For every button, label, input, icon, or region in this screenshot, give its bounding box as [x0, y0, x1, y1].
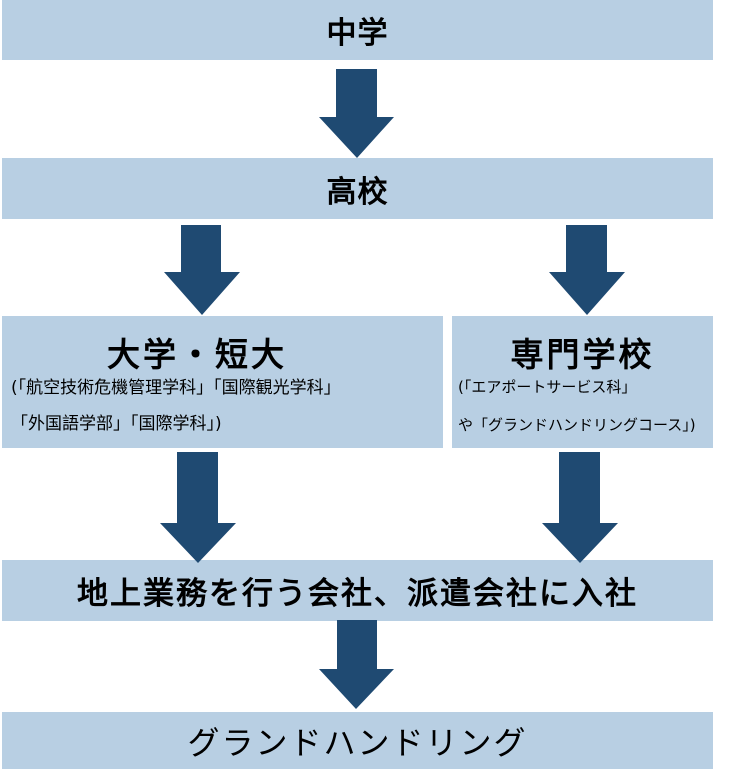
step-title: 専門学校 [510, 335, 655, 374]
down-arrow-icon [542, 452, 618, 563]
step-title: 大学・短大 [107, 335, 287, 374]
step-junior-high-school: 中学 [2, 0, 713, 60]
course-list-line-1: (「エアポートサービス科」 [458, 378, 637, 396]
down-arrow-icon [164, 225, 240, 315]
step-vocational-school: 専門学校 (「エアポートサービス科」 や「グランドハンドリングコース」) [452, 316, 713, 448]
step-join-company: 地上業務を行う会社、派遣会社に入社 [2, 560, 713, 621]
department-list-line-2: 「外国語学部」「国際学科」) [11, 414, 222, 434]
department-list-line-1: (「航空技術危機管理学科」「国際観光学科」 [11, 378, 341, 398]
down-arrow-icon [319, 620, 394, 709]
step-ground-handling: グランドハンドリング [2, 712, 713, 769]
step-label: グランドハンドリング [187, 723, 528, 762]
step-label: 高校 [326, 174, 389, 210]
step-label: 地上業務を行う会社、派遣会社に入社 [77, 576, 638, 612]
course-list-line-2: や「グランドハンドリングコース」) [458, 416, 696, 434]
step-high-school: 高校 [2, 158, 713, 219]
down-arrow-icon [549, 225, 625, 315]
down-arrow-icon [160, 452, 236, 563]
step-label: 中学 [326, 16, 389, 51]
step-university-junior-college: 大学・短大 (「航空技術危機管理学科」「国際観光学科」 「外国語学部」「国際学科… [2, 316, 443, 448]
down-arrow-icon [319, 69, 394, 158]
